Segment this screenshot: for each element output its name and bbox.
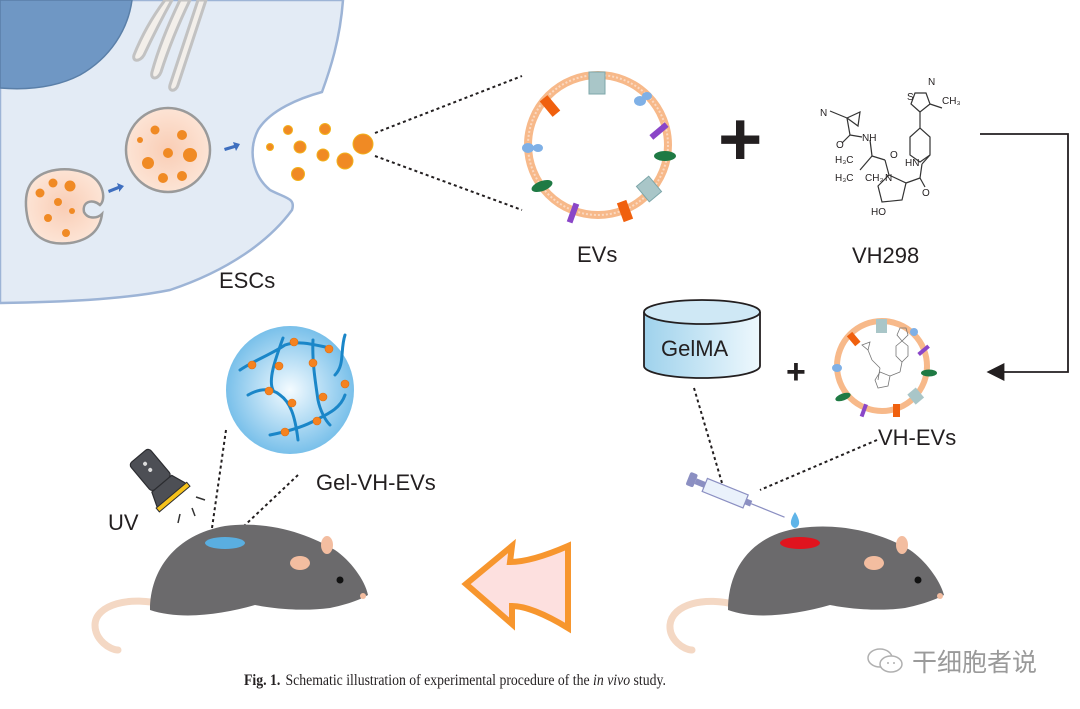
svg-text:H₃C: H₃C <box>835 173 854 184</box>
svg-text:HN: HN <box>905 158 919 169</box>
early-endosome <box>24 168 105 245</box>
svg-text:H₃C: H₃C <box>835 155 854 166</box>
gel-network-sphere <box>226 326 354 454</box>
wechat-icon <box>867 648 903 673</box>
mouse-tail <box>91 597 169 654</box>
golgi-apparatus <box>132 0 208 92</box>
caption-text: Schematic illustration of experimental p… <box>285 672 594 689</box>
watermark-text: 干细胞者说 <box>912 648 1038 677</box>
vh-ev: VH-EVs <box>832 318 956 450</box>
svg-text:CH₃: CH₃ <box>865 173 884 184</box>
membrane-proteins <box>522 71 676 224</box>
svg-text:N: N <box>928 77 935 88</box>
mouse-treated <box>91 524 368 654</box>
svg-text:O: O <box>890 150 898 161</box>
caption-italic: in vivo <box>593 672 631 689</box>
label-vh-evs: VH-EVs <box>878 425 956 450</box>
esc-cell: ESCs <box>0 0 374 305</box>
released-exosomes <box>266 123 374 181</box>
caption-text-end: study. <box>630 672 666 689</box>
svg-text:O: O <box>836 140 844 151</box>
extracellular-vesicle: EVs <box>522 71 676 267</box>
svg-text:O: O <box>922 188 930 199</box>
label-gel-vh-evs: Gel-VH-EVs <box>316 470 436 495</box>
caption-label: Fig. 1. <box>244 672 281 689</box>
process-arrow-left <box>461 538 571 634</box>
label-evs: EVs <box>577 242 617 267</box>
multivesicular-body <box>124 106 212 194</box>
label-escs: ESCs <box>219 268 275 293</box>
svg-text:CH₃: CH₃ <box>942 96 961 107</box>
svg-text:HO: HO <box>871 207 886 218</box>
label-vh298: VH298 <box>852 243 919 268</box>
vh298-atoms: N O NH H₃C H₃C CH₃ O N HN O HO S N CH₃ <box>820 77 961 218</box>
encapsulated-vh298 <box>861 327 909 389</box>
process-arrow-1 <box>108 183 124 193</box>
label-gelma: GelMA <box>661 336 729 361</box>
svg-text:N: N <box>885 173 892 184</box>
label-uv: UV <box>108 510 139 535</box>
zoom-lines-syringe <box>693 387 878 491</box>
watermark: 干细胞者说 <box>866 643 1037 679</box>
figure-caption: Fig. 1.Schematic illustration of experim… <box>244 672 666 690</box>
mouse-wounded <box>666 526 944 654</box>
uv-flashlight-icon <box>129 448 206 524</box>
mouse-body <box>150 524 368 616</box>
droplet-icon <box>790 512 800 528</box>
gelma-container: GelMA <box>643 299 761 379</box>
plus-sign-bottom: + <box>786 353 806 391</box>
zoom-lines-gel <box>211 429 299 529</box>
svg-text:S: S <box>907 92 914 103</box>
svg-text:NH: NH <box>862 133 876 144</box>
vh298-structure <box>829 92 943 203</box>
flow-connector-arrow <box>980 133 1069 381</box>
plus-sign-top: + <box>718 97 762 182</box>
nucleus <box>0 0 133 90</box>
process-arrow-2 <box>224 142 240 151</box>
svg-text:N: N <box>820 108 827 119</box>
zoom-lines-ev <box>374 75 523 211</box>
svg-text:+: + <box>718 97 762 182</box>
syringe-icon <box>686 472 800 528</box>
